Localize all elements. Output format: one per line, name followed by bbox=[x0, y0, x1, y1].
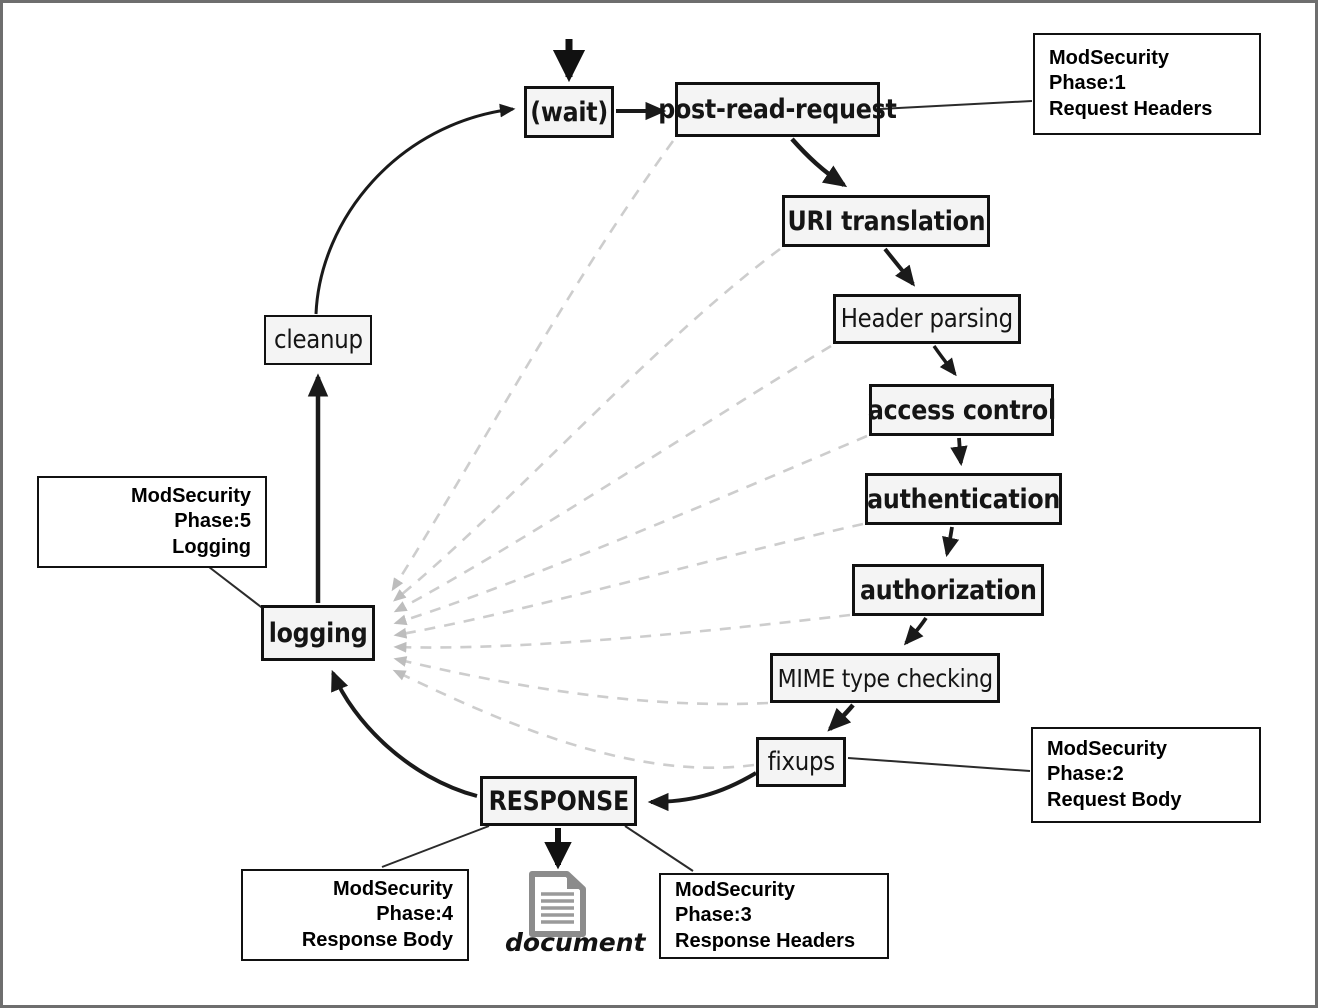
node-fixups[interactable]: fixups bbox=[756, 737, 846, 787]
note-phase1-line1: ModSecurity Phase:1 bbox=[1049, 46, 1170, 95]
edge-authz-to-mime bbox=[903, 616, 928, 646]
edge-header-to-access bbox=[932, 345, 957, 377]
node-cleanup-label: cleanup bbox=[273, 325, 363, 355]
note-phase2-line2: Request Body bbox=[1047, 788, 1182, 811]
dashed-authz-to-logging bbox=[393, 613, 851, 653]
node-authentication-label: authentication bbox=[867, 483, 1060, 515]
dashed-uri-to-logging bbox=[392, 247, 781, 602]
note-phase3-line2: Response Headers bbox=[675, 929, 856, 952]
node-uri-translation[interactable]: URI translation bbox=[782, 195, 990, 247]
note-phase4-line1: ModSecurity Phase:4 bbox=[332, 877, 453, 926]
note-phase5-line2: Logging bbox=[172, 535, 251, 558]
node-access-control[interactable]: access control bbox=[867, 384, 1056, 436]
node-fixups-label: fixups bbox=[767, 747, 835, 777]
leader-phase2 bbox=[847, 757, 1031, 772]
node-access-control-label: access control bbox=[867, 394, 1056, 426]
note-phase2: ModSecurity Phase:2 Request Body bbox=[1031, 727, 1261, 823]
dashed-header-to-logging bbox=[393, 344, 832, 613]
document-caption: document bbox=[505, 928, 646, 957]
dashed-mime-to-logging bbox=[393, 656, 769, 706]
node-authentication[interactable]: authentication bbox=[865, 473, 1062, 525]
leader-phase4 bbox=[381, 825, 490, 868]
edge-authn-to-authz bbox=[942, 526, 960, 558]
note-phase1-line2: Request Headers bbox=[1049, 97, 1213, 120]
note-phase2-line1: ModSecurity Phase:2 bbox=[1047, 737, 1168, 786]
dashed-post-read-to-logging bbox=[391, 140, 675, 592]
edge-uri-to-header bbox=[883, 247, 916, 287]
node-response-label: RESPONSE bbox=[488, 785, 629, 817]
node-post-read-request-label: post-read-request bbox=[658, 94, 897, 125]
edge-post-read-to-uri bbox=[790, 137, 848, 188]
edge-response-to-logging bbox=[331, 669, 478, 798]
document-icon bbox=[529, 871, 586, 937]
note-phase4-line2: Response Body bbox=[301, 928, 453, 951]
node-authorization-label: authorization bbox=[859, 574, 1037, 606]
dashed-fixups-to-logging bbox=[392, 669, 755, 769]
node-response[interactable]: RESPONSE bbox=[480, 776, 637, 826]
leader-phase3 bbox=[624, 825, 694, 872]
dashed-authn-to-logging bbox=[393, 522, 864, 639]
node-uri-translation-label: URI translation bbox=[787, 205, 985, 237]
note-phase1: ModSecurity Phase:1 Request Headers bbox=[1033, 33, 1261, 135]
note-phase4: ModSecurity Phase:4 Response Body bbox=[241, 869, 469, 961]
node-mime-type-checking[interactable]: MIME type checking bbox=[770, 653, 1000, 703]
note-phase5-line1: ModSecurity Phase:5 bbox=[130, 484, 251, 533]
node-logging-label: logging bbox=[268, 617, 368, 649]
node-header-parsing[interactable]: Header parsing bbox=[833, 294, 1021, 344]
note-phase3-line1: ModSecurity Phase:3 bbox=[675, 878, 796, 927]
edge-mime-to-fixups bbox=[827, 703, 855, 732]
node-cleanup[interactable]: cleanup bbox=[264, 315, 372, 365]
node-authorization[interactable]: authorization bbox=[852, 564, 1044, 616]
edge-cleanup-to-wait bbox=[314, 103, 516, 315]
leader-phase5 bbox=[208, 566, 266, 611]
node-wait[interactable]: (wait) bbox=[524, 86, 614, 138]
node-logging[interactable]: logging bbox=[261, 605, 375, 661]
node-wait-label: (wait) bbox=[530, 96, 608, 128]
dashed-access-to-logging bbox=[393, 434, 868, 626]
note-phase3: ModSecurity Phase:3 Response Headers bbox=[659, 873, 889, 959]
edge-access-to-authn bbox=[950, 437, 968, 467]
note-phase5: ModSecurity Phase:5 Logging bbox=[37, 476, 267, 568]
node-header-parsing-label: Header parsing bbox=[840, 304, 1014, 334]
node-post-read-request[interactable]: post-read-request bbox=[658, 82, 897, 137]
leader-phase1 bbox=[879, 100, 1033, 110]
edge-fixups-to-response bbox=[647, 771, 758, 812]
node-mime-type-checking-label: MIME type checking bbox=[777, 663, 993, 693]
